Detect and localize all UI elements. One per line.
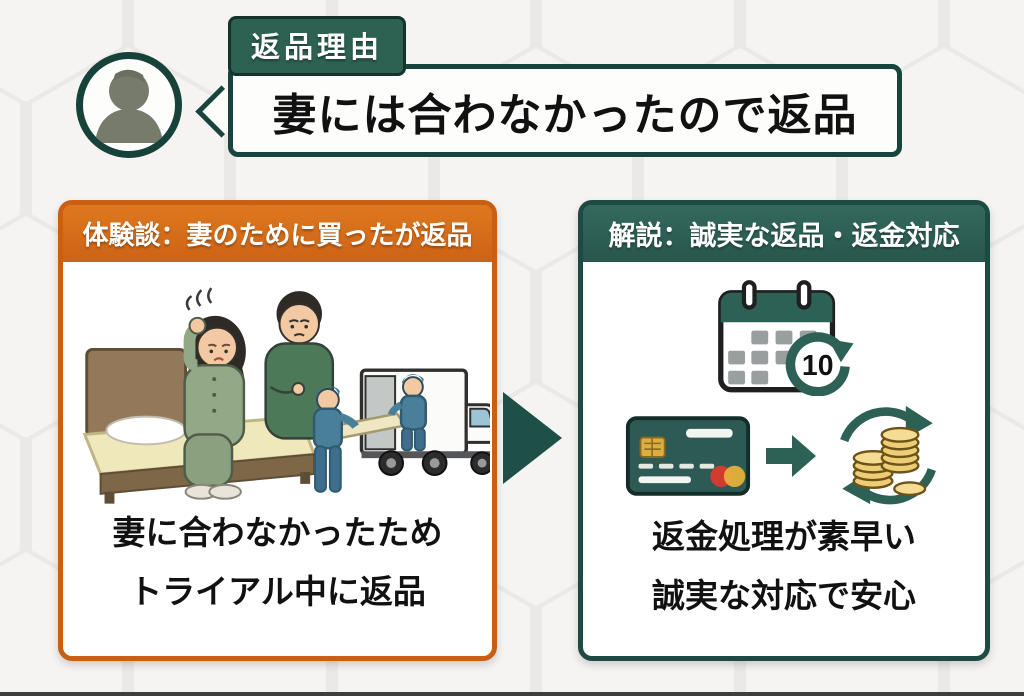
- explanation-card: 解説：誠実な返品・返金対応 10: [578, 200, 990, 661]
- person-silhouette-icon: [95, 69, 163, 143]
- hexagon-tile: [0, 48, 20, 270]
- distressed-wife: [183, 287, 246, 500]
- mover-left: [312, 385, 359, 493]
- explanation-caption-line2: 誠実な対応で安心: [652, 577, 916, 614]
- hexagon-tile: [0, 384, 20, 606]
- experience-caption-line2: トライアル中に返品: [129, 573, 426, 610]
- experience-caption-line1: 妻に合わなかったため: [112, 514, 443, 551]
- explanation-card-body: 10: [583, 262, 985, 656]
- experience-illustration: [82, 287, 490, 504]
- pillow: [105, 415, 187, 446]
- explanation-card-header: 解説：誠実な返品・返金対応: [583, 205, 985, 262]
- coin-stacks: [852, 426, 927, 497]
- experience-card-header: 体験談：妻のために買ったが返品: [63, 205, 492, 262]
- credit-card-icon: [625, 416, 751, 496]
- reason-badge-label: 返品理由: [251, 32, 384, 64]
- speech-text: 妻には合わなかったので返品: [272, 90, 858, 140]
- explanation-caption-line1: 返金処理が素早い: [652, 518, 916, 555]
- speech-bubble: 妻には合わなかったので返品: [228, 64, 902, 157]
- refund-icon-row: [624, 404, 944, 508]
- flow-arrow-right-icon: [503, 392, 562, 484]
- movers-carrying-mattress: [312, 374, 427, 493]
- reason-badge: 返品理由: [228, 16, 407, 76]
- experience-card-body: 妻に合わなかったため トライアル中に返品: [63, 262, 492, 656]
- ten-day-number: 10: [802, 350, 834, 382]
- mover-right: [387, 374, 427, 452]
- speaker-avatar: [76, 52, 182, 158]
- arrow-right-icon: [766, 435, 816, 477]
- calendar-10-day-icon: 10: [718, 280, 854, 396]
- explanation-card-title: 解説：誠実な返品・返金対応: [608, 221, 960, 251]
- bottom-edge-strip: [0, 692, 1024, 696]
- experience-card: 体験談：妻のために買ったが返品: [58, 200, 497, 661]
- ten-day-cycle-arrow: 10: [785, 332, 854, 396]
- money-refund-cycle-icon: [840, 405, 936, 505]
- experience-card-title: 体験談：妻のために買ったが返品: [82, 220, 473, 250]
